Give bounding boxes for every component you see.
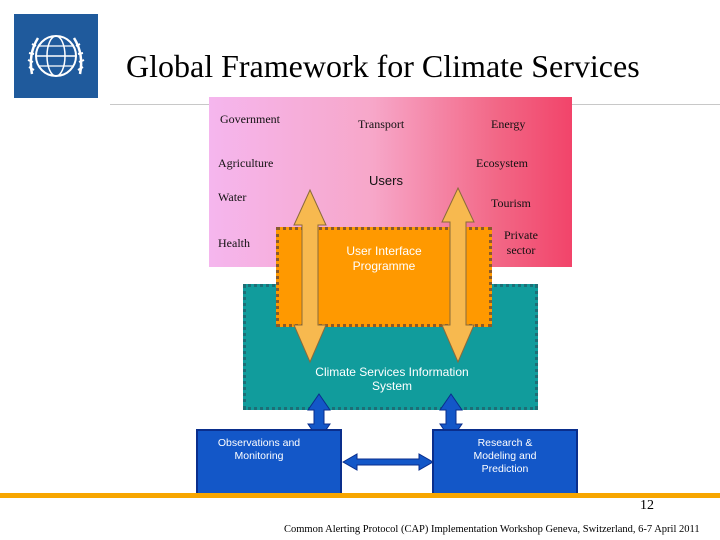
sector-ecosystem: Ecosystem (476, 156, 528, 170)
sector-tourism: Tourism (491, 196, 531, 210)
sector-water: Water (218, 190, 247, 204)
right-vertical-arrow (441, 186, 475, 364)
research-box (432, 429, 578, 497)
sector-agriculture: Agriculture (218, 156, 274, 170)
left-vertical-arrow (293, 188, 327, 364)
sector-private: Private sector (504, 228, 538, 257)
footer-text: Common Alerting Protocol (CAP) Implement… (284, 524, 700, 535)
users-label: Users (369, 173, 403, 188)
sector-health: Health (218, 236, 250, 250)
user-interface-label: User Interface Programme (346, 244, 422, 273)
sector-government: Government (220, 112, 280, 126)
page-number: 12 (640, 498, 654, 513)
climate-services-label: Climate Services Information System (315, 365, 469, 393)
wmo-logo (14, 14, 98, 98)
observations-label: Observations and Monitoring (217, 437, 301, 462)
wmo-emblem-icon (14, 14, 98, 98)
horizontal-connector-arrow (341, 453, 435, 471)
sector-transport: Transport (358, 117, 405, 131)
research-label: Research & Modeling and Prediction (473, 437, 537, 475)
page-title: Global Framework for Climate Services (126, 48, 640, 84)
sector-energy: Energy (491, 117, 526, 131)
accent-bar (0, 493, 720, 498)
observations-box (196, 429, 342, 497)
